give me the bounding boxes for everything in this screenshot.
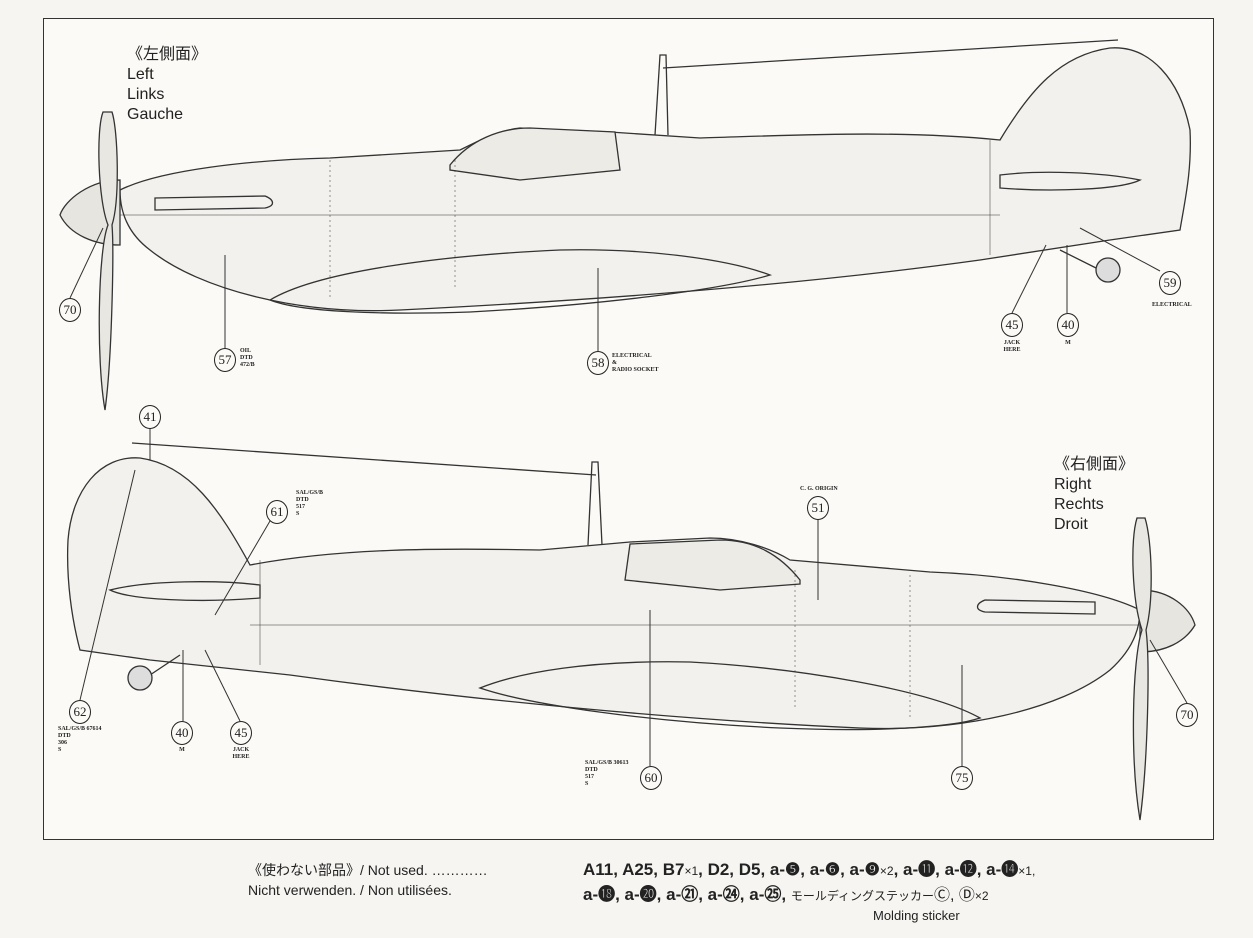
not-used-jp-en: 《使わない部品》/ Not used. ………… bbox=[248, 862, 488, 878]
left-view-line-fr: Gauche bbox=[127, 106, 184, 123]
callout-61: 61 bbox=[266, 500, 288, 524]
callout-57: 57 bbox=[214, 348, 236, 372]
left-view-label: 《左側面》 Left Links Gauche bbox=[127, 45, 207, 125]
right-fuselage bbox=[66, 457, 1141, 730]
parts-qty-3: ×1, bbox=[1018, 864, 1036, 878]
parts-qty-1: ×1 bbox=[684, 864, 699, 878]
right-view-line-de: Rechts bbox=[1054, 496, 1104, 513]
not-used-de-fr: Nicht verwenden. / Non utilisées. bbox=[248, 882, 452, 898]
callout-59: 59 bbox=[1159, 271, 1181, 295]
right-tail-elevator bbox=[108, 581, 261, 602]
parts-line-1c: , a-⓫, a-⓬, a-⓮ bbox=[893, 860, 1019, 879]
left-wing bbox=[268, 249, 773, 314]
parts-line-1a: A11, A25, B7 bbox=[583, 860, 685, 879]
callout-70-left: 70 bbox=[59, 298, 81, 322]
callout-62: 62 bbox=[69, 700, 91, 724]
parts-line-2a: a-⓲, a-⓴, a-㉑, a-㉔, a-㉕, bbox=[583, 885, 787, 904]
right-prop bbox=[1132, 517, 1152, 821]
left-view-line-de: Links bbox=[127, 86, 165, 103]
parts-line-2: a-⓲, a-⓴, a-㉑, a-㉔, a-㉕, モールディングステッカーⒸ, … bbox=[583, 883, 1035, 908]
left-antenna bbox=[654, 54, 669, 136]
left-canopy bbox=[449, 127, 621, 181]
sticker-en: Molding sticker bbox=[873, 908, 960, 923]
callout-70-right: 70 bbox=[1176, 703, 1198, 727]
right-view-title-jp: 《右側面》 bbox=[1054, 456, 1135, 473]
callout-40-left-note: M bbox=[1065, 340, 1071, 346]
right-view-line-fr: Droit bbox=[1054, 516, 1088, 533]
callout-51-note: C. G. ORIGIN bbox=[800, 486, 838, 492]
not-used-parts-list: A11, A25, B7×1, D2, D5, a-❺, a-❻, a-❾×2,… bbox=[583, 858, 1035, 923]
sticker-jp: モールディングステッカー bbox=[790, 889, 934, 903]
right-exhaust bbox=[976, 599, 1096, 615]
left-exhaust bbox=[154, 195, 274, 211]
parts-line-1: A11, A25, B7×1, D2, D5, a-❺, a-❻, a-❾×2,… bbox=[583, 858, 1035, 883]
callout-75: 75 bbox=[951, 766, 973, 790]
right-canopy bbox=[624, 539, 801, 591]
right-wing bbox=[478, 661, 982, 731]
parts-line-1b: , D2, D5, a-❺, a-❻, a-❾ bbox=[698, 860, 880, 879]
right-spinner bbox=[1139, 589, 1196, 653]
not-used-note: 《使わない部品》/ Not used. ………… Nicht verwenden… bbox=[248, 860, 488, 900]
callout-60: 60 bbox=[640, 766, 662, 790]
left-fuselage bbox=[119, 47, 1191, 312]
left-tail-elevator bbox=[999, 171, 1142, 191]
callout-58-note: ELECTRICAL&RADIO SOCKET bbox=[612, 353, 659, 373]
parts-qty-4: ×2 bbox=[974, 889, 989, 903]
callout-45-right: 45 bbox=[230, 721, 252, 745]
callout-40-right-note: M bbox=[179, 747, 185, 753]
left-prop bbox=[98, 111, 118, 411]
right-view-line-en: Right bbox=[1054, 476, 1092, 493]
right-tailwheel bbox=[149, 654, 181, 676]
callout-45-left: 45 bbox=[1001, 313, 1023, 337]
left-tailwheel bbox=[1059, 249, 1101, 271]
sticker-cd: Ⓒ, Ⓓ bbox=[934, 887, 975, 904]
callout-51: 51 bbox=[807, 496, 829, 520]
right-antenna bbox=[587, 461, 603, 546]
callout-41: 41 bbox=[139, 405, 161, 429]
right-view-label: 《右側面》 Right Rechts Droit bbox=[1054, 455, 1134, 535]
callout-40-left: 40 bbox=[1057, 313, 1079, 337]
callout-59-note: ELECTRICAL bbox=[1152, 302, 1192, 308]
callout-58: 58 bbox=[587, 351, 609, 375]
left-view-line-en: Left bbox=[127, 66, 154, 83]
parts-qty-2: ×2 bbox=[879, 864, 894, 878]
callout-40-right: 40 bbox=[171, 721, 193, 745]
left-view-title-jp: 《左側面》 bbox=[127, 46, 208, 63]
